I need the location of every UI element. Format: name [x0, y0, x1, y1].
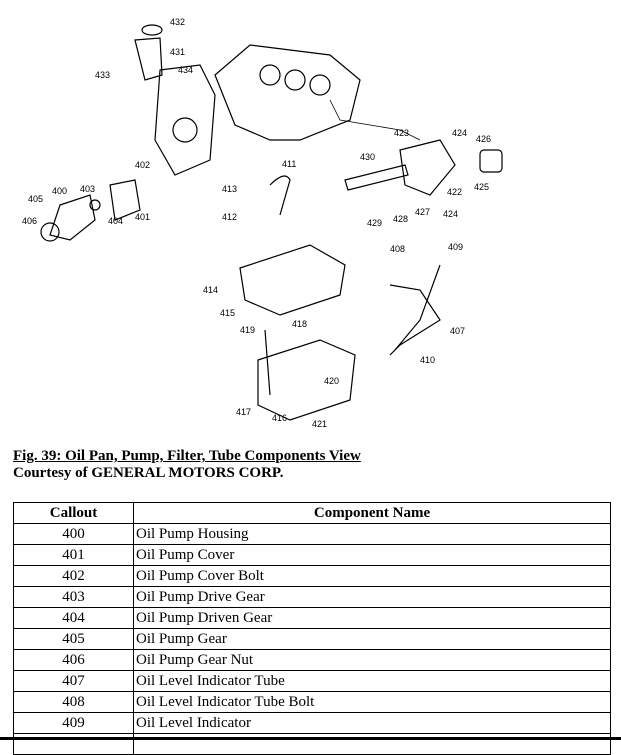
callout-401: 401	[135, 212, 150, 222]
component-name-cell: Oil Level Indicator	[133, 712, 611, 734]
component-name-cell: Oil Level Indicator Tube	[133, 670, 611, 692]
callout-411: 411	[282, 159, 296, 169]
callout-cell: 401	[13, 544, 134, 566]
oil-pan-upper	[239, 244, 346, 316]
header-component-name: Component Name	[133, 502, 611, 524]
callout-427: 427	[415, 207, 430, 217]
oil-fill-tube	[134, 37, 163, 81]
callout-420: 420	[324, 376, 339, 386]
callout-424b: 424	[443, 209, 458, 219]
callout-cell: 400	[13, 523, 134, 545]
filter-adapter	[399, 139, 456, 196]
callout-400: 400	[52, 186, 67, 196]
callout-cell: 409	[13, 712, 134, 734]
table-header-row: Callout Component Name	[13, 502, 611, 524]
callout-cell: 406	[13, 649, 134, 671]
oil-pump	[49, 194, 96, 241]
callout-410: 410	[420, 355, 435, 365]
callout-415: 415	[220, 308, 235, 318]
callout-429: 429	[367, 218, 382, 228]
component-name-cell: Oil Pump Gear Nut	[133, 649, 611, 671]
engine-block	[214, 44, 361, 141]
callout-402: 402	[135, 160, 150, 170]
callout-416: 416	[272, 413, 287, 423]
component-name-cell: Oil Pump Driven Gear	[133, 607, 611, 629]
callout-406: 406	[22, 216, 37, 226]
page-bottom-rule	[0, 737, 621, 740]
callout-403: 403	[80, 184, 95, 194]
callout-408: 408	[390, 244, 405, 254]
exploded-components-diagram: 432 431 433 434 402 403 400 405 406 404 …	[22, 17, 503, 429]
callout-426: 426	[476, 134, 491, 144]
callout-cell: 405	[13, 628, 134, 650]
callout-418: 418	[292, 319, 307, 329]
callout-cell: 402	[13, 565, 134, 587]
callout-430: 430	[360, 152, 375, 162]
callout-421: 421	[312, 419, 327, 429]
component-name-cell: Oil Pump Drive Gear	[133, 586, 611, 608]
callout-417: 417	[236, 407, 251, 417]
pickup-tube	[269, 175, 291, 216]
callout-431: 431	[170, 47, 185, 57]
callout-405: 405	[28, 194, 43, 204]
callout-433: 433	[95, 70, 110, 80]
header-callout: Callout	[13, 502, 134, 524]
callout-412: 412	[222, 212, 237, 222]
callout-424a: 424	[452, 128, 467, 138]
callout-cell: 407	[13, 670, 134, 692]
callout-425: 425	[474, 182, 489, 192]
callout-434: 434	[178, 65, 193, 75]
callout-422: 422	[447, 187, 462, 197]
callout-404: 404	[108, 216, 123, 226]
component-name-cell: Oil Pump Gear	[133, 628, 611, 650]
component-name-cell: Oil Pump Housing	[133, 523, 611, 545]
callout-cell: 403	[13, 586, 134, 608]
oil-pan-lower	[257, 339, 356, 421]
component-name-cell: Oil Pump Cover	[133, 544, 611, 566]
callout-432: 432	[170, 17, 185, 27]
callout-409: 409	[448, 242, 463, 252]
callout-423: 423	[394, 128, 409, 138]
component-name-cell: Oil Pump Cover Bolt	[133, 565, 611, 587]
callout-414: 414	[203, 285, 218, 295]
callout-413: 413	[222, 184, 237, 194]
dipstick-tube	[389, 284, 441, 356]
callout-labels: 432 431 433 434 402 403 400 405 406 404 …	[22, 17, 491, 429]
cooler-tube	[344, 164, 409, 191]
front-cover	[154, 64, 216, 176]
callout-cell: 404	[13, 607, 134, 629]
callout-428: 428	[393, 214, 408, 224]
callout-419: 419	[240, 325, 255, 335]
figure-title: Fig. 39: Oil Pan, Pump, Filter, Tube Com…	[13, 448, 361, 464]
component-name-cell: Oil Level Indicator Tube Bolt	[133, 691, 611, 713]
callout-407: 407	[450, 326, 465, 336]
callout-cell: 408	[13, 691, 134, 713]
figure-caption: Fig. 39: Oil Pan, Pump, Filter, Tube Com…	[13, 448, 361, 482]
figure-credit: Courtesy of GENERAL MOTORS CORP.	[13, 465, 284, 481]
